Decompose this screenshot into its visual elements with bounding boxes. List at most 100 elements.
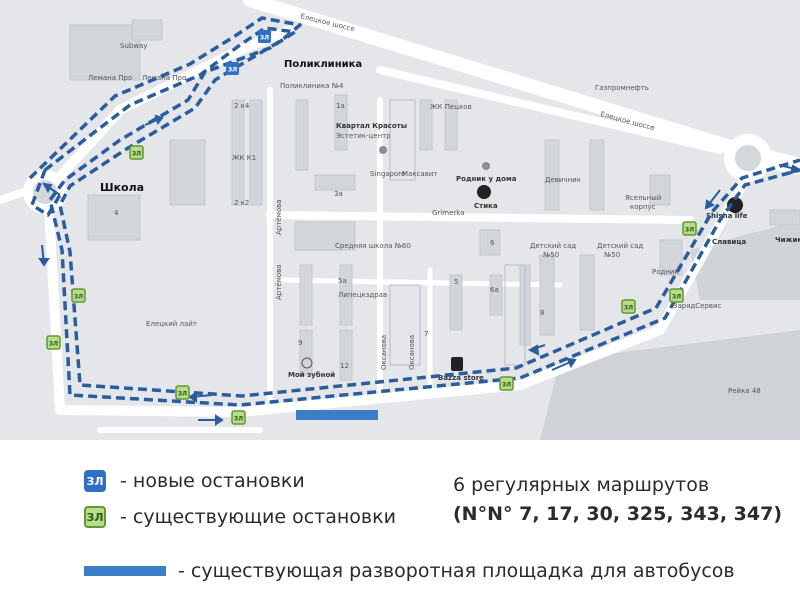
label-singapore: Singapore bbox=[370, 170, 405, 178]
label-yasel-1: Ясельный bbox=[625, 194, 661, 202]
rodnik-poi-icon bbox=[482, 162, 490, 170]
label-b-3a: 3а bbox=[334, 190, 343, 198]
route-map: Subway Лемана Про Лемана Про Поликлиника… bbox=[0, 0, 800, 440]
svg-text:ЗЛ: ЗЛ bbox=[624, 305, 633, 312]
routes-list: (N°N° 7, 17, 30, 325, 343, 347) bbox=[453, 503, 783, 525]
label-shkola-title: Школа bbox=[100, 181, 144, 194]
label-rodnik-u-doma: Родник у дома bbox=[456, 175, 517, 183]
label-b-5a: 5а bbox=[338, 277, 347, 285]
svg-text:ЗЛ: ЗЛ bbox=[260, 35, 269, 42]
bus-stop-existing-icon: ЗЛ bbox=[84, 506, 106, 528]
svg-text:ЗЛ: ЗЛ bbox=[234, 416, 243, 423]
label-detsky-sad-2b: №50 bbox=[604, 251, 620, 259]
bus-stop-existing-icon[interactable]: ЗЛ bbox=[669, 288, 684, 303]
routes-title: 6 регулярных маршрутов bbox=[453, 474, 710, 496]
label-b-6: 6 bbox=[490, 239, 495, 247]
label-lipetskdrav: Липецкздрав bbox=[338, 291, 387, 299]
label-b-12: 12 bbox=[340, 362, 349, 370]
label-b-4: 4 bbox=[114, 209, 119, 217]
label-reyka-48: Рейка 48 bbox=[728, 387, 761, 395]
label-lemana-2: Лемана Про bbox=[142, 74, 186, 82]
label-shisha-life: Shisha life bbox=[706, 212, 748, 220]
bus-stop-new-icon: ЗЛ bbox=[84, 470, 106, 492]
svg-text:ЗЛ: ЗЛ bbox=[685, 227, 694, 234]
legend-platform: - существующая разворотная площадка для … bbox=[84, 560, 735, 582]
bus-stop-existing-icon[interactable]: ЗЛ bbox=[682, 221, 697, 236]
label-b-5: 5 bbox=[454, 278, 458, 286]
label-zaryad-servis: ЗарядСервис bbox=[673, 302, 722, 310]
label-estetik-centr: Эстетик-центр bbox=[336, 132, 391, 140]
label-slavica: Славица bbox=[712, 238, 747, 246]
legend-existing-stops: ЗЛ - существующие остановки bbox=[84, 506, 396, 528]
label-grimerka: Grimerka bbox=[432, 209, 464, 217]
label-kvartal-krasoty: Квартал Красоты bbox=[336, 122, 407, 130]
svg-text:ЗЛ: ЗЛ bbox=[228, 67, 237, 74]
shisha-life-poi-icon bbox=[727, 197, 743, 213]
label-detsky-sad-2: Детский сад bbox=[597, 242, 643, 250]
terrain-area-2 bbox=[690, 220, 800, 300]
label-srednyaya-shkola: Средняя школа №60 bbox=[335, 242, 411, 250]
bus-stop-existing-icon[interactable]: ЗЛ bbox=[71, 288, 86, 303]
label-b-7: 7 bbox=[424, 330, 428, 338]
existing-stops: ЗЛ ЗЛ ЗЛ ЗЛ ЗЛ ЗЛ ЗЛ ЗЛ bbox=[46, 145, 697, 425]
label-poliklinika-no4: Поликлиника №4 bbox=[280, 82, 344, 90]
legend-platform-label: - существующая разворотная площадка для … bbox=[178, 560, 735, 582]
svg-text:ЗЛ: ЗЛ bbox=[74, 294, 83, 301]
label-maksavit: Максавит bbox=[402, 170, 437, 178]
label-detsky-sad-1: Детский сад bbox=[530, 242, 576, 250]
label-b-8: 8 bbox=[540, 309, 544, 317]
label-b-9: 9 bbox=[298, 339, 302, 347]
buildings bbox=[69, 19, 800, 381]
label-bazza-store: Bazza store bbox=[438, 374, 484, 382]
label-artemova-1: Артёмова bbox=[275, 199, 283, 235]
label-chizhik: Чижик bbox=[775, 236, 800, 244]
label-moy-zubnoy: Мой зубной bbox=[288, 371, 335, 379]
label-lemana-1: Лемана Про bbox=[88, 74, 132, 82]
svg-text:ЗЛ: ЗЛ bbox=[672, 294, 681, 301]
bus-stop-new-icon[interactable]: ЗЛ bbox=[226, 62, 239, 75]
label-rodnik: Родник bbox=[652, 268, 679, 276]
label-b-1a: 1а bbox=[336, 102, 345, 110]
bus-stop-existing-icon[interactable]: ЗЛ bbox=[231, 410, 246, 425]
label-stika: Стика bbox=[474, 202, 498, 210]
svg-text:ЗЛ: ЗЛ bbox=[502, 382, 511, 389]
label-artemova-2: Артёмова bbox=[275, 264, 283, 300]
bus-stop-existing-icon[interactable]: ЗЛ bbox=[46, 335, 61, 350]
label-b-2x2: 2 к2 bbox=[234, 199, 249, 207]
tooth-poi-icon bbox=[301, 357, 313, 369]
bus-stop-existing-icon[interactable]: ЗЛ bbox=[175, 385, 190, 400]
bus-turnaround-platform bbox=[296, 410, 378, 420]
bus-stop-existing-icon[interactable]: ЗЛ bbox=[129, 145, 144, 160]
label-subway: Subway bbox=[120, 42, 147, 50]
bus-route bbox=[28, 16, 800, 407]
label-b-6a: 6а bbox=[490, 286, 499, 294]
bus-stop-existing-icon[interactable]: ЗЛ bbox=[499, 376, 514, 391]
legend-new-stops-label: - новые остановки bbox=[120, 470, 305, 492]
label-oksanova-2: Оксанова bbox=[408, 335, 416, 370]
estetik-poi-icon bbox=[379, 146, 387, 154]
label-devichnik: Девичник bbox=[545, 176, 581, 184]
svg-text:ЗЛ: ЗЛ bbox=[178, 391, 187, 398]
bus-stop-new-icon[interactable]: ЗЛ bbox=[258, 30, 271, 43]
legend-existing-stops-label: - существующие остановки bbox=[120, 506, 396, 528]
stika-poi-icon bbox=[477, 185, 491, 199]
label-detsky-sad-1b: №50 bbox=[543, 251, 559, 259]
svg-text:ЗЛ: ЗЛ bbox=[49, 341, 58, 348]
bazza-store-poi-icon bbox=[451, 357, 463, 371]
paving bbox=[389, 99, 526, 366]
label-eletsky-layt: Елецкий лайт bbox=[146, 320, 197, 328]
platform-swatch bbox=[84, 566, 166, 576]
label-zk-k1: ЖК К1 bbox=[232, 154, 256, 162]
label-yasel-2: корпус bbox=[630, 203, 656, 211]
label-oksanova-1: Оксанова bbox=[380, 335, 388, 370]
label-gazpromneft: Газпромнефть bbox=[595, 84, 649, 92]
label-b-2x4: 2 к4 bbox=[234, 102, 250, 110]
new-stops: ЗЛ ЗЛ bbox=[226, 30, 271, 75]
legend-new-stops: ЗЛ - новые остановки bbox=[84, 470, 305, 492]
bus-stop-existing-icon[interactable]: ЗЛ bbox=[621, 299, 636, 314]
label-zk-petskov: ЖК Пецков bbox=[430, 103, 472, 111]
label-poliklinika-title: Поликлиника bbox=[284, 59, 362, 70]
svg-text:ЗЛ: ЗЛ bbox=[132, 151, 141, 158]
route-arrows bbox=[38, 114, 800, 426]
terrain-area bbox=[540, 330, 800, 440]
